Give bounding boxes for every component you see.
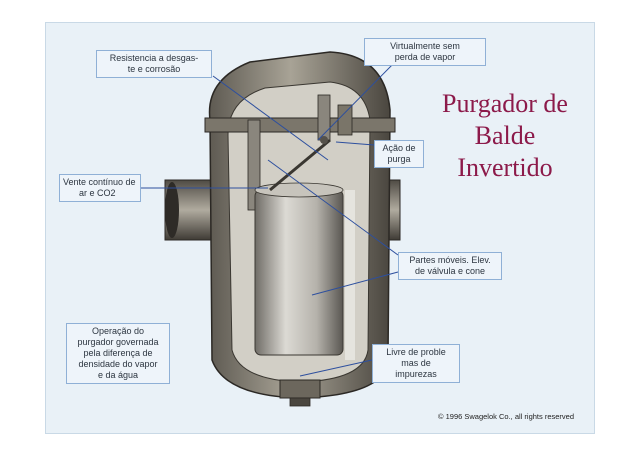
inlet-opening (165, 182, 179, 238)
leader-partes-2 (311, 271, 399, 296)
valve-ball (320, 136, 328, 144)
copyright-notice: © 1996 Swagelok Co., all rights reserved (438, 412, 575, 421)
cap-flange (204, 117, 396, 133)
leader-acao (335, 141, 375, 146)
label-resistencia: Resistencia a desgas-te e corrosão (96, 50, 212, 78)
leader-lines (140, 61, 399, 377)
bottom-drain (279, 379, 321, 399)
leader-livre (299, 359, 373, 377)
leader-partes (267, 159, 399, 256)
lever-arm (269, 138, 331, 192)
leader-virtualmente (317, 61, 396, 141)
leader-resistencia (212, 75, 329, 161)
inverted-bucket (254, 189, 344, 356)
label-partes: Partes móveis. Elev.de válvula e cone (398, 252, 502, 280)
slide-title: Purgador de Balde Invertido (442, 89, 568, 182)
